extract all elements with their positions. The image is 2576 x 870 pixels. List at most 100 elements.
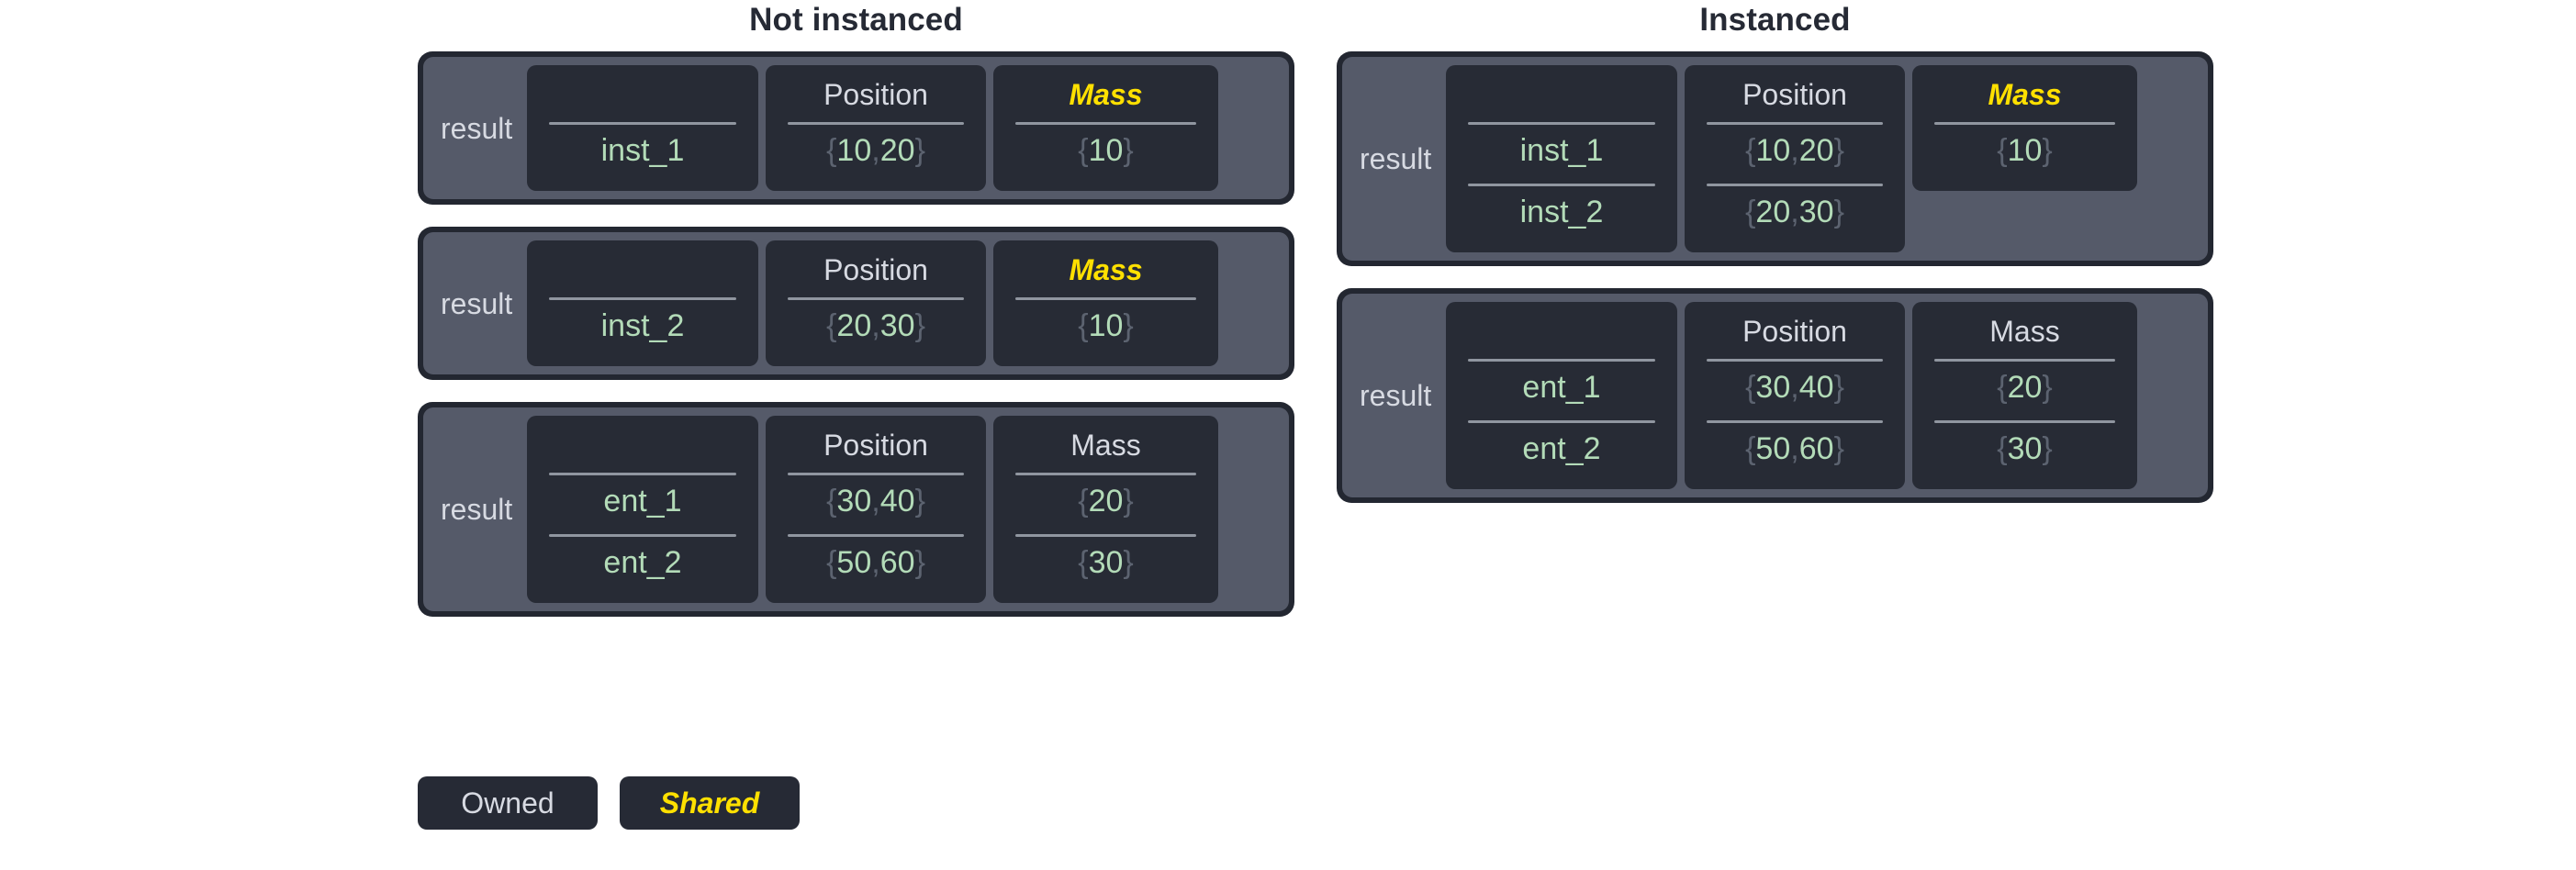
- row-separator: [1468, 359, 1655, 362]
- column-header: [542, 74, 744, 115]
- value-glyph: _: [1568, 133, 1586, 168]
- value-glyph: 0: [1773, 133, 1791, 168]
- value-glyph: 0: [897, 545, 915, 580]
- brace-glyph: }: [1123, 545, 1134, 580]
- value-glyph: 2: [1583, 431, 1601, 466]
- brace-glyph: {: [826, 308, 837, 343]
- value-glyph: 6: [1798, 431, 1817, 466]
- column-header: [542, 250, 744, 290]
- value-glyph: 4: [1798, 370, 1817, 405]
- value-glyph: n: [1527, 195, 1545, 229]
- column-header: Position: [823, 253, 928, 286]
- value-glyph: s: [625, 308, 642, 343]
- value-glyph: 0: [1816, 431, 1834, 466]
- brace-glyph: }: [2042, 431, 2053, 466]
- value-glyph: 2: [836, 308, 855, 343]
- row-separator: [1707, 122, 1883, 125]
- brace-glyph: {: [1078, 484, 1089, 519]
- value-glyph: _: [646, 484, 665, 519]
- column-header: Position: [823, 78, 928, 111]
- value-glyph: 1: [2007, 133, 2025, 168]
- value-glyph: _: [1565, 431, 1584, 466]
- value-glyph: 2: [666, 308, 685, 343]
- value-glyph: _: [649, 133, 667, 168]
- row-separator: [1934, 122, 2115, 125]
- value-glyph: t: [1560, 133, 1569, 168]
- column-header: Mass: [1070, 429, 1141, 462]
- brace-glyph: {: [1745, 370, 1756, 405]
- value-glyph: 2: [1798, 133, 1817, 168]
- value-glyph: 1: [1583, 370, 1601, 405]
- value-glyph: 2: [1585, 195, 1604, 229]
- row-separator: [549, 473, 736, 475]
- value-glyph: 3: [1755, 370, 1774, 405]
- value-glyph: 0: [897, 308, 915, 343]
- value-glyph: 0: [854, 484, 872, 519]
- value-glyph: _: [649, 308, 667, 343]
- brace-glyph: }: [2042, 133, 2053, 168]
- brace-glyph: }: [914, 308, 925, 343]
- value-glyph: 0: [2024, 370, 2043, 405]
- brace-glyph: }: [1123, 484, 1134, 519]
- row-separator: [1468, 420, 1655, 423]
- brace-glyph: }: [1833, 431, 1844, 466]
- value-glyph: 0: [854, 545, 872, 580]
- value-glyph: 0: [1816, 195, 1834, 229]
- value-glyph: s: [1544, 195, 1561, 229]
- value-glyph: 2: [2007, 370, 2025, 405]
- comma-glyph: ,: [871, 545, 880, 580]
- row-separator: [1934, 420, 2115, 423]
- value-glyph: 0: [1773, 431, 1791, 466]
- value-glyph: 0: [854, 308, 872, 343]
- row-separator: [788, 122, 964, 125]
- column-header: Position: [1742, 78, 1847, 111]
- row-separator: [788, 534, 964, 537]
- row-separator: [1707, 359, 1883, 362]
- value-glyph: t: [1557, 370, 1566, 405]
- value-glyph: n: [608, 308, 626, 343]
- column-header: Mass: [1988, 78, 2062, 111]
- value-glyph: 0: [2024, 431, 2043, 466]
- row-separator: [1015, 122, 1196, 125]
- value-glyph: i: [600, 308, 609, 343]
- value-glyph: _: [1568, 195, 1586, 229]
- brace-glyph: {: [1997, 431, 2008, 466]
- column-header: Mass: [1069, 78, 1143, 111]
- result-label: result: [441, 111, 513, 145]
- value-glyph: 2: [664, 545, 682, 580]
- value-glyph: e: [603, 484, 622, 519]
- row-separator: [788, 297, 964, 300]
- brace-glyph: }: [914, 133, 925, 168]
- column-header: Position: [1742, 315, 1847, 348]
- value-glyph: 3: [879, 308, 898, 343]
- value-glyph: 0: [1773, 370, 1791, 405]
- comma-glyph: ,: [871, 484, 880, 519]
- value-glyph: 1: [1088, 133, 1106, 168]
- value-glyph: s: [625, 133, 642, 168]
- value-glyph: 3: [836, 484, 855, 519]
